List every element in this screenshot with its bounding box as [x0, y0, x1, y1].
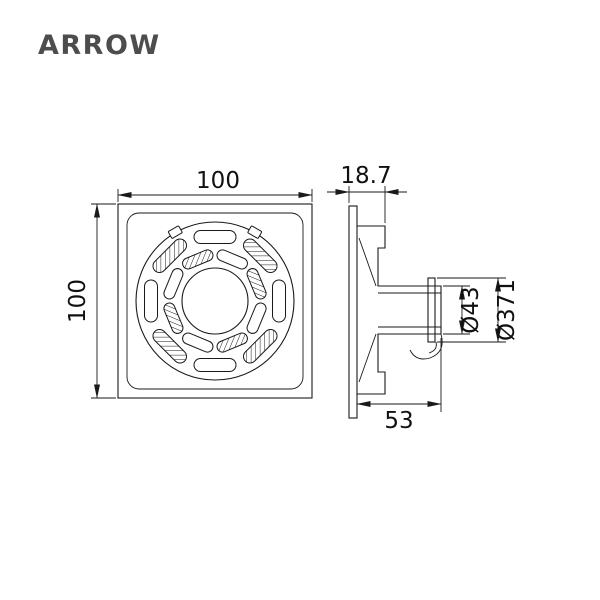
- valve-flap: [428, 341, 437, 354]
- grate-slot: [163, 302, 184, 334]
- grate-clip-tab: [247, 225, 263, 239]
- grate-slot: [182, 249, 214, 270]
- front-view: [117, 203, 313, 399]
- valve-flap: [409, 333, 443, 360]
- grate-slot: [246, 302, 267, 334]
- secondary-diameter-dimension-label: Ø371: [494, 279, 520, 341]
- side-view-dimensions: 18.7 53 Ø43 Ø371: [327, 163, 520, 434]
- grate-slot: [216, 249, 248, 270]
- grate-slot: [152, 238, 187, 273]
- grate-outer-circle: [135, 221, 295, 381]
- funnel-line: [358, 237, 377, 287]
- side-length-dimension-label: 53: [384, 408, 413, 434]
- side-body-outline: [357, 225, 442, 395]
- grate-slot: [246, 268, 267, 300]
- front-height-dimension-label: 100: [65, 279, 91, 323]
- grate-slot: [182, 332, 214, 353]
- grate-slot: [243, 329, 278, 364]
- grate-slot: [272, 279, 286, 323]
- outlet-diameter-dimension-label: Ø43: [458, 286, 484, 333]
- side-view: [348, 205, 443, 419]
- grate-slot: [144, 279, 158, 323]
- grate-slot: [216, 332, 248, 353]
- funnel-line: [358, 333, 377, 383]
- brand-logo: ARROW: [38, 30, 161, 61]
- grate-slots-outer-ring: [144, 230, 286, 372]
- grate-slot: [193, 230, 237, 244]
- grate-inner-circle: [181, 267, 249, 335]
- grate-slot: [163, 268, 184, 300]
- grate-slots-inner-ring: [163, 249, 267, 353]
- grate-slot: [243, 238, 278, 273]
- side-face-plate: [348, 205, 358, 419]
- grate-slot: [193, 358, 237, 372]
- front-width-dimension-label: 100: [196, 168, 240, 194]
- front-view-dimensions: 100 100: [65, 168, 313, 399]
- front-inner-rounded-square: [126, 212, 304, 390]
- side-depth-dimension-label: 18.7: [340, 163, 391, 189]
- front-outer-square: [117, 203, 313, 399]
- grate-slot: [152, 329, 187, 364]
- pipe-ring-nut: [427, 277, 436, 343]
- grate-clip-tab: [167, 225, 183, 239]
